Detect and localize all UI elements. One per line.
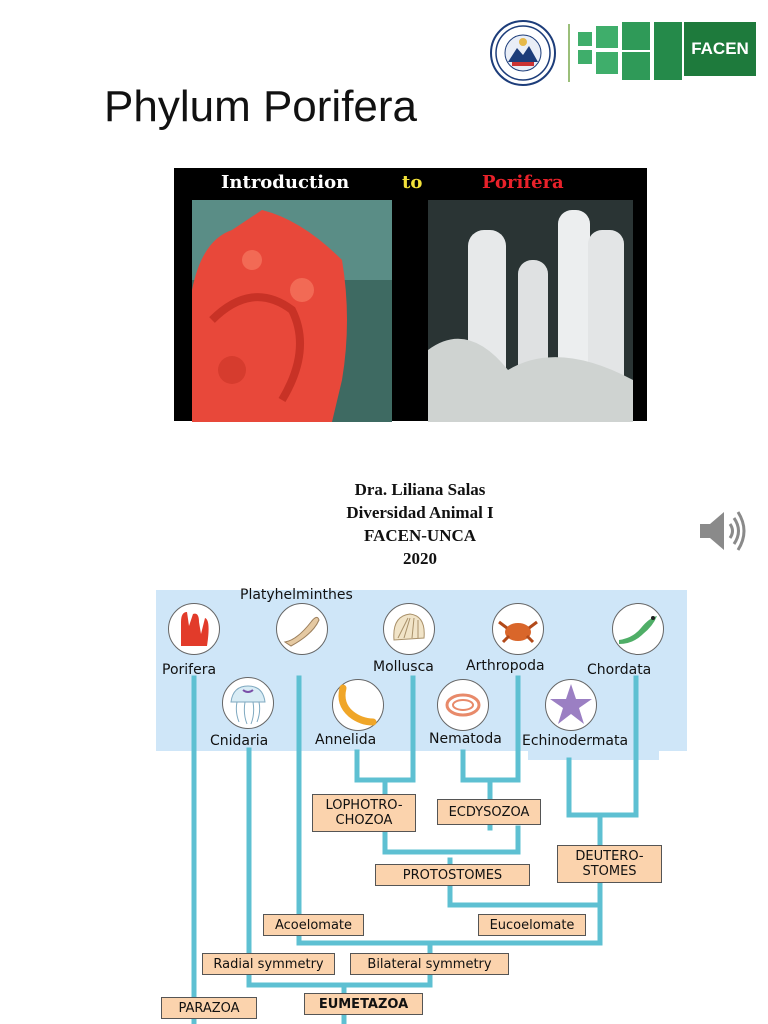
clade-radial-symmetry: Radial symmetry [202,953,335,975]
clade-acoelomate: Acoelomate [263,914,364,936]
label-chordata: Chordata [587,662,652,678]
facen-square-icon [654,22,682,80]
facen-square-icon [596,52,618,74]
facen-logo: FACEN [684,22,756,76]
credits-institution: FACEN-UNCA [363,526,477,545]
flatworm-icon [276,603,328,655]
clade-eumetazoa: EUMETAZOA [304,993,423,1015]
clade-parazoa: PARAZOA [161,997,257,1019]
facen-square-icon [622,52,650,80]
clade-lophotrochozoa: LOPHOTRO- CHOZOA [312,794,416,832]
clade-ecdysozoa: ECDYSOZOA [437,799,541,825]
credits-author: Dra. Liliana Salas [354,480,486,499]
credits-year: 2020 [403,549,437,568]
annelid-worm-icon [332,679,384,731]
starfish-icon [545,679,597,731]
label-cnidaria: Cnidaria [210,733,269,749]
banner-word-introduction: Introduction [221,172,350,193]
label-echinodermata: Echinodermata [522,733,629,749]
label-nematoda: Nematoda [429,731,502,747]
facen-square-icon [578,50,592,64]
nematode-icon [437,679,489,731]
credits-course: Diversidad Animal I [346,503,494,522]
salamander-icon [612,603,664,655]
facen-square-icon [578,32,592,46]
label-platyhelminthes: Platyhelminthes [240,587,353,603]
banner-word-porifera: Porifera [482,172,564,193]
banner-word-to: to [402,172,423,193]
header-logos: FACEN [470,14,760,86]
author-credits: Dra. Liliana Salas Diversidad Animal I F… [300,478,540,570]
intro-banner-image: Introduction to Porifera [174,168,647,422]
echinodermata-label-background [528,738,659,760]
facen-square-icon [596,26,618,48]
mollusc-shell-icon [383,603,435,655]
clade-bilateral-symmetry: Bilateral symmetry [350,953,509,975]
speaker-icon[interactable] [696,504,750,558]
clade-deuterostomes: DEUTERO- STOMES [557,845,662,883]
clade-eucoelomate: Eucoelomate [478,914,586,936]
university-seal-logo [490,20,556,86]
label-porifera: Porifera [162,662,217,678]
label-mollusca: Mollusca [373,659,434,675]
clade-protostomes: PROTOSTOMES [375,864,530,886]
facen-square-icon [622,22,650,50]
jellyfish-icon [222,677,274,729]
red-sponge-photo [192,200,392,422]
label-annelida: Annelida [315,732,377,748]
label-arthropoda: Arthropoda [466,658,545,674]
white-sponge-photo [428,200,633,422]
divider [568,24,570,82]
crab-icon [492,603,544,655]
porifera-sponge-icon [168,603,220,655]
slide-title: Phylum Porifera [104,82,418,131]
